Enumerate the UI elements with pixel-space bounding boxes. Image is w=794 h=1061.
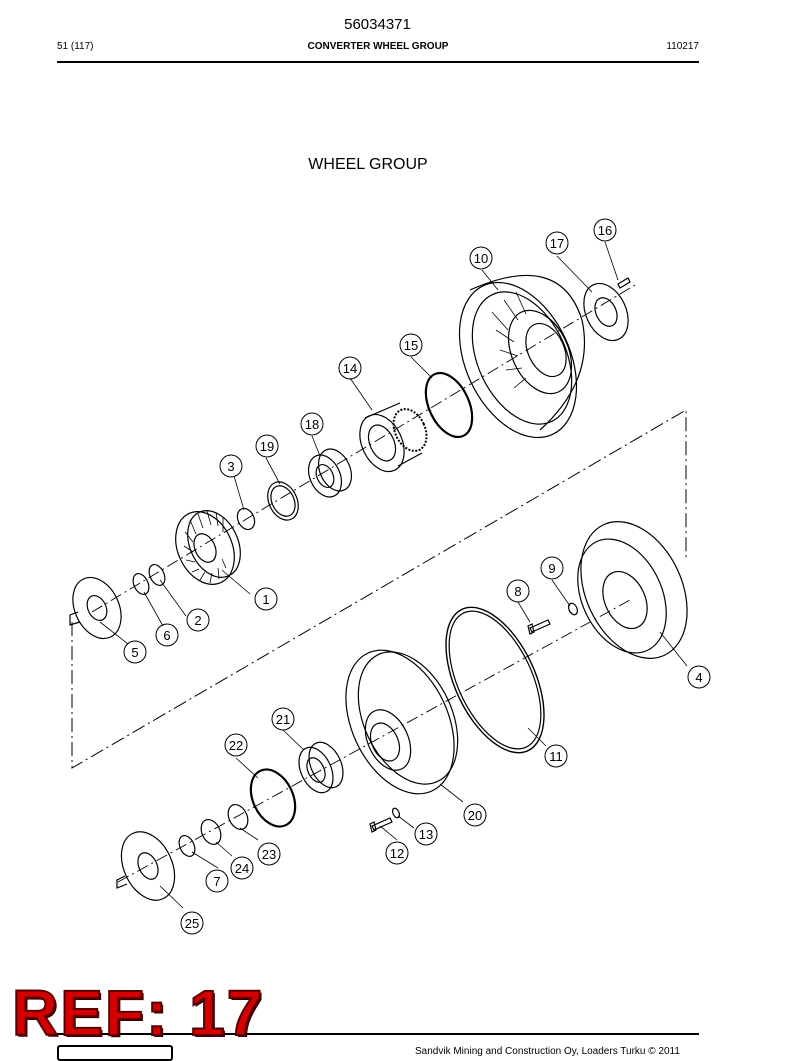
part-ring-23 (227, 804, 249, 830)
callout-20: 20 (468, 808, 482, 823)
callout-16: 16 (598, 223, 612, 238)
part-seal-11 (445, 606, 545, 754)
callout-25: 25 (185, 916, 199, 931)
part-flange-25 (116, 831, 176, 901)
part-ring-24 (200, 819, 222, 845)
part-ring-19 (267, 481, 299, 521)
part-housing-10 (458, 274, 586, 439)
part-hub-14 (359, 402, 428, 473)
callout-21: 21 (276, 712, 290, 727)
callout-9: 9 (548, 561, 555, 576)
part-ring-6 (132, 573, 150, 595)
callout-23: 23 (262, 847, 276, 862)
callout-24: 24 (235, 861, 249, 876)
callout-15: 15 (404, 338, 418, 353)
footer-divider (57, 1033, 699, 1035)
callout-5: 5 (131, 645, 138, 660)
leader-lines (99, 241, 688, 909)
callout-19: 19 (260, 439, 274, 454)
upper-centerline (91, 284, 636, 613)
part-flange-5 (69, 576, 122, 640)
part-washer-9 (567, 602, 579, 616)
part-cover-17 (583, 282, 629, 342)
callout-10: 10 (474, 251, 488, 266)
part-ring-3 (236, 507, 256, 531)
callout-13: 13 (419, 827, 433, 842)
callout-2: 2 (194, 613, 201, 628)
part-bearing-18 (307, 448, 353, 498)
callout-8: 8 (514, 584, 521, 599)
section-title: CONVERTER WHEEL GROUP (307, 41, 449, 52)
part-o-ring-15 (424, 371, 474, 439)
callout-6: 6 (163, 628, 170, 643)
callout-circles (123, 218, 711, 935)
callout-4: 4 (695, 670, 702, 685)
callout-3: 3 (227, 459, 234, 474)
date-code: 110217 (666, 41, 699, 52)
part-bearing-21 (298, 741, 344, 794)
callout-11: 11 (549, 749, 563, 764)
header-divider (57, 61, 699, 63)
part-o-ring-22 (249, 768, 297, 828)
footer-copyright: Sandvik Mining and Construction Oy, Load… (415, 1046, 680, 1057)
part-disc-4 (577, 521, 688, 659)
part-bolt-12 (369, 817, 393, 833)
reference-stamp: REF: 17 (11, 977, 265, 1049)
callout-12: 12 (390, 846, 404, 861)
callout-17: 17 (550, 236, 564, 251)
callout-18: 18 (305, 417, 319, 432)
part-housing-20 (345, 649, 459, 795)
callout-7: 7 (213, 874, 220, 889)
assembly-boundary-line (71, 409, 687, 769)
part-washer-13 (391, 807, 401, 819)
callout-14: 14 (343, 361, 357, 376)
document-number: 56034371 (344, 16, 411, 33)
callout-1: 1 (262, 592, 269, 607)
part-bolt-8 (527, 619, 551, 635)
part-ring-7 (178, 835, 196, 857)
callout-22: 22 (229, 738, 243, 753)
part-screw-16 (617, 277, 631, 289)
drawing-title: WHEEL GROUP (308, 156, 427, 173)
page-header: 51 (117) CONVERTER WHEEL GROUP 110217 (57, 41, 699, 55)
part-ring-2 (148, 564, 166, 586)
page-number: 51 (117) (57, 41, 94, 52)
lower-centerline (117, 599, 631, 883)
